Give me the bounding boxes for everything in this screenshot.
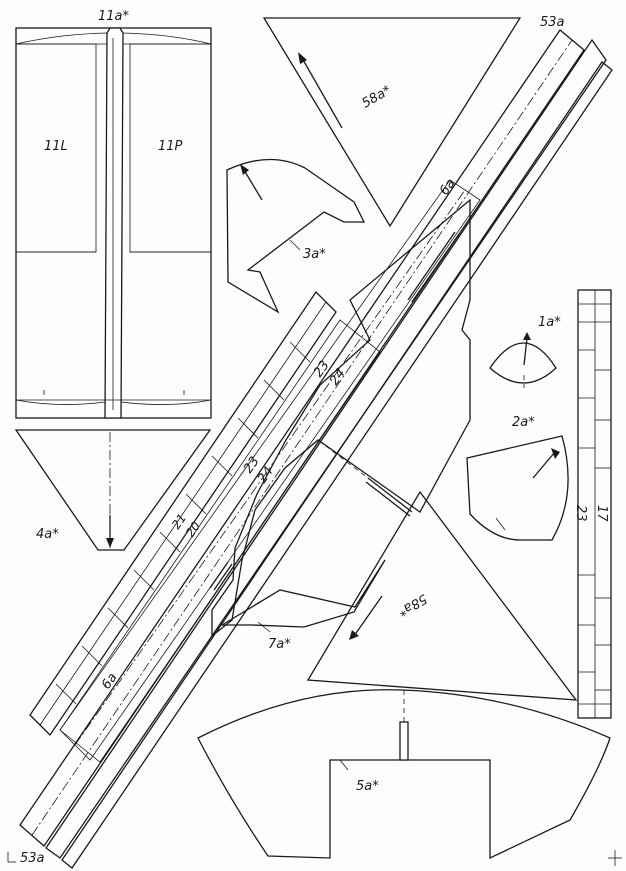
label-58a-top: 58a* [360,83,395,112]
label-11a: 11a* [98,9,130,24]
label-7a: 7a* [268,637,291,652]
part-17-23-ladder [577,289,612,719]
part-2a [466,435,569,541]
part-23-24-body [211,198,471,638]
label-6a-top: 6a [437,176,459,198]
part-20-21-ladder [29,290,381,763]
part-3a [226,158,366,314]
part-58a-top [262,17,522,228]
label-4a: 4a* [36,527,59,542]
label-11P: 11P [158,139,183,154]
label-1a: 1a* [538,315,561,330]
label-23-right: 23 [573,505,588,522]
part-4a [14,429,212,551]
label-6a-bottom: 6a [99,670,121,692]
label-17-right: 17 [594,505,609,522]
label-5a: 5a* [356,779,379,794]
label-53a-bottom: 53a [20,851,45,866]
corner-mark [7,852,16,863]
part-7a [219,559,386,633]
label-58a-mid: 58a* [395,591,430,620]
label-2a: 2a* [512,415,535,430]
part-1a [489,332,557,388]
part-5a [197,689,611,860]
part-6a-53a-strip [19,29,613,869]
label-11L: 11L [44,139,68,154]
label-3a: 3a* [303,247,326,262]
registration-mark [608,850,622,866]
part-58a-mid [306,490,578,701]
label-53a-top: 53a [540,15,565,30]
part-11-panel [15,27,212,419]
